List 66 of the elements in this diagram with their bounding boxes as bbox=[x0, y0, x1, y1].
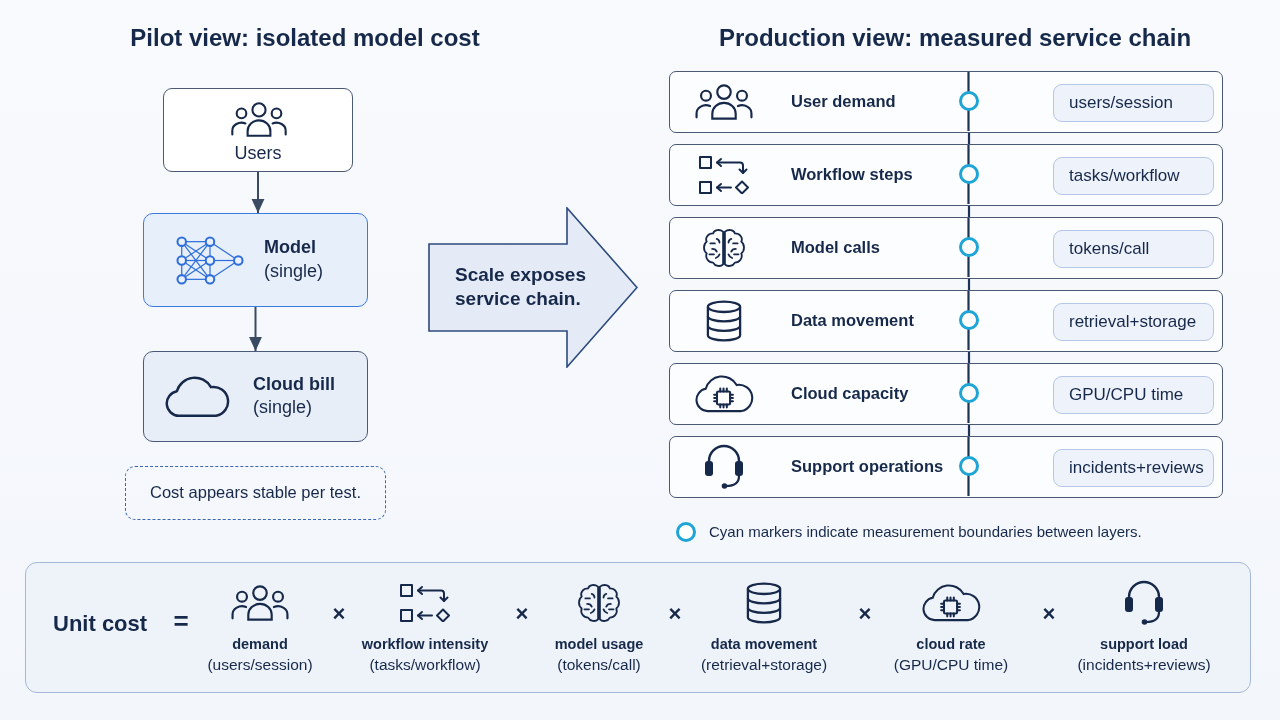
factor-name: model usage bbox=[554, 636, 644, 654]
factor-name: support load bbox=[1100, 636, 1188, 654]
metric-tag bbox=[1053, 449, 1214, 487]
connector-line bbox=[967, 206, 971, 217]
layer-row bbox=[669, 144, 1223, 206]
multiply-sign: × bbox=[332, 600, 346, 628]
layer-row bbox=[669, 217, 1223, 279]
multiply-sign: × bbox=[858, 600, 872, 628]
factor-name: workflow intensity bbox=[361, 636, 489, 654]
multiply-sign: × bbox=[1042, 600, 1056, 628]
note-text: Cost appears stable per test. bbox=[150, 483, 361, 503]
factor-detail: (users/session) bbox=[207, 655, 313, 675]
metric-text: retrieval+storage bbox=[1069, 311, 1197, 333]
node-sublabel: (single) bbox=[264, 261, 324, 283]
factor-detail: (GPU/CPU time) bbox=[893, 655, 1009, 675]
layer-row bbox=[669, 363, 1223, 425]
arrow bbox=[251, 171, 265, 214]
factor-name: cloud rate bbox=[916, 636, 986, 654]
node-label: Cloud bill bbox=[253, 373, 335, 396]
factor-detail: (tasks/workflow) bbox=[369, 655, 481, 675]
metric-tag bbox=[1053, 303, 1214, 341]
metric-text: GPU/CPU time bbox=[1069, 384, 1184, 406]
equals-sign: = bbox=[173, 606, 189, 638]
process-box bbox=[143, 351, 368, 442]
factor-detail: (incidents+reviews) bbox=[1077, 655, 1211, 675]
arrow bbox=[249, 306, 262, 352]
multiply-sign: × bbox=[515, 600, 529, 628]
layer-label: Cloud capacity bbox=[791, 384, 909, 404]
layer-row bbox=[669, 71, 1223, 133]
connector-line bbox=[967, 352, 971, 363]
connector-line bbox=[967, 279, 971, 290]
layer-label: Workflow steps bbox=[791, 165, 913, 185]
metric-tag bbox=[1053, 157, 1214, 195]
metric-text: incidents+reviews bbox=[1069, 457, 1204, 479]
layer-row bbox=[669, 290, 1223, 352]
metric-tag bbox=[1053, 230, 1214, 268]
node-label: Users bbox=[234, 143, 282, 165]
layer-label: Data movement bbox=[791, 311, 914, 331]
connector-line bbox=[967, 133, 971, 144]
metric-text: tokens/call bbox=[1069, 238, 1150, 260]
highlighted-process-box bbox=[143, 213, 368, 307]
note-box bbox=[125, 466, 386, 520]
section-heading: Production view: measured service chain bbox=[718, 23, 1192, 53]
connector-line bbox=[967, 425, 971, 436]
process-box bbox=[163, 88, 353, 172]
node-label: Model bbox=[264, 237, 316, 259]
multiply-sign: × bbox=[668, 600, 682, 628]
node-sublabel: (single) bbox=[253, 397, 313, 420]
block-arrow bbox=[428, 207, 638, 368]
metric-text: users/session bbox=[1069, 92, 1173, 114]
factor-detail: (tokens/call) bbox=[557, 655, 641, 675]
arrow-text: Scale exposes service chain. bbox=[455, 263, 587, 311]
layer-label: User demand bbox=[791, 92, 896, 112]
factor-name: demand bbox=[232, 636, 288, 654]
formula-label: Unit cost bbox=[53, 610, 148, 638]
metric-tag bbox=[1053, 84, 1214, 122]
factor-name: data movement bbox=[710, 636, 818, 654]
legend-text: Cyan markers indicate measurement boundaries between layers. bbox=[709, 523, 1142, 541]
layer-label: Model calls bbox=[791, 238, 880, 258]
metric-text: tasks/workflow bbox=[1069, 165, 1180, 187]
layer-row bbox=[669, 436, 1223, 498]
formula-panel bbox=[25, 562, 1251, 693]
section-heading: Pilot view: isolated model cost bbox=[130, 23, 480, 53]
layer-label: Support operations bbox=[791, 457, 944, 477]
metric-tag bbox=[1053, 376, 1214, 414]
factor-detail: (retrieval+storage) bbox=[700, 655, 828, 675]
